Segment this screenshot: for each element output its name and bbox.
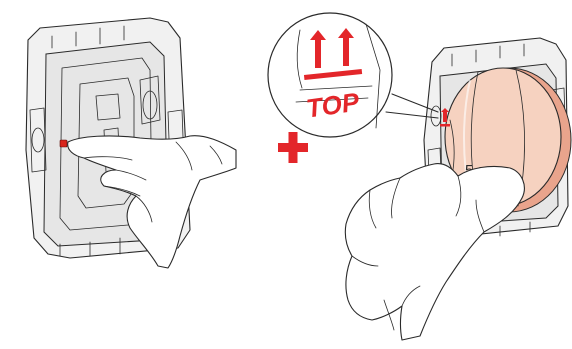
left-hand xyxy=(67,135,237,269)
plus-icon xyxy=(278,132,308,163)
top-marker-small xyxy=(441,108,449,122)
led-indicator xyxy=(59,139,68,148)
right-hand xyxy=(344,163,525,341)
arrow-up-icon xyxy=(310,28,354,68)
top-label: TOP xyxy=(304,86,361,123)
top-callout: TOP xyxy=(267,12,439,138)
